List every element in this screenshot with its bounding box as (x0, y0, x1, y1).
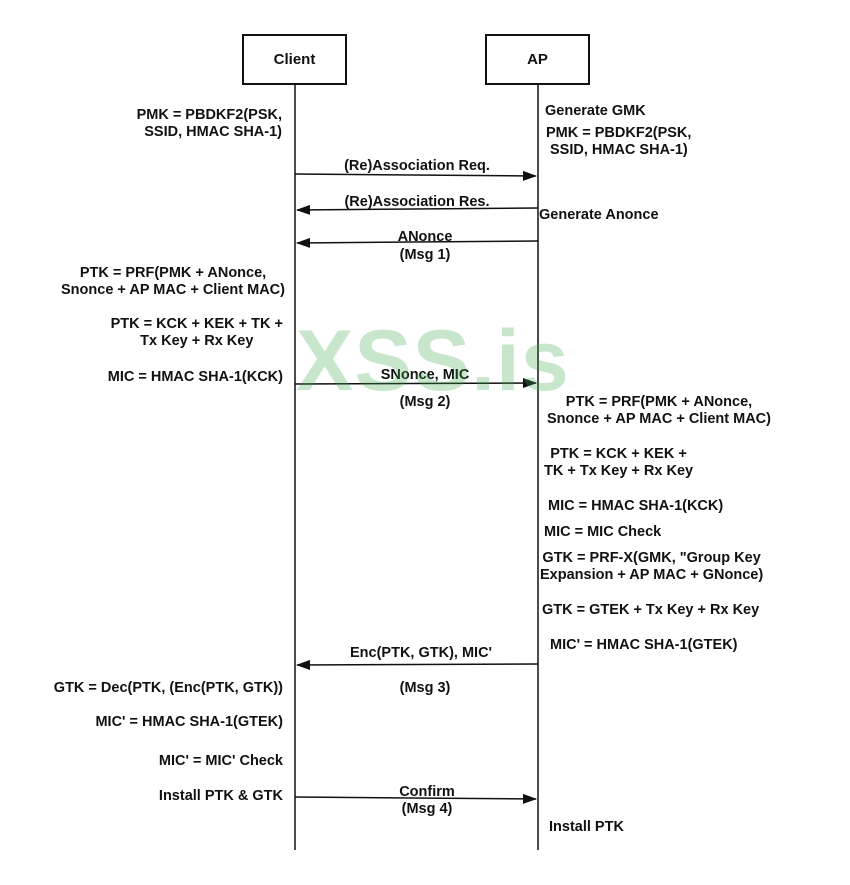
participant-ap: AP (485, 34, 590, 85)
note-ap-anonce: Generate Anonce (539, 207, 659, 223)
note-ap-mic: MIC = HMAC SHA-1(KCK) (548, 498, 724, 514)
note-ap-mic2: MIC' = HMAC SHA-1(GTEK) (550, 637, 738, 653)
note-ap-ptk-parts: PTK = KCK + KEK + TK + Tx Key + Rx Key (544, 446, 694, 479)
label-assoc-res: (Re)Association Res. (344, 194, 490, 210)
label-msg2-num: (Msg 2) (399, 394, 451, 410)
note-client-mic2-check: MIC' = MIC' Check (158, 753, 283, 769)
note-ap-ptk-prf: PTK = PRF(PMK + ANonce, Snonce + AP MAC … (547, 394, 771, 427)
label-msg1: ANonce (Msg 1) (397, 229, 453, 263)
note-client-mic2: MIC' = HMAC SHA-1(GTEK) (95, 714, 283, 730)
label-msg2-title: SNonce, MIC (380, 367, 470, 383)
arrow-msg3 (296, 659, 539, 670)
arrow-assoc-res (296, 204, 539, 215)
note-ap-gtk-prf: GTK = PRF-X(GMK, "Group Key Expansion + … (540, 550, 764, 583)
arrow-msg1 (296, 237, 539, 248)
arrow-msg4 (294, 793, 537, 804)
participant-client: Client (242, 34, 347, 85)
note-ap-gtk-parts: GTK = GTEK + Tx Key + Rx Key (542, 602, 760, 618)
label-msg3-title: Enc(PTK, GTK), MIC' (350, 645, 492, 661)
note-client-ptk-prf: PTK = PRF(PMK + ANonce, Snonce + AP MAC … (61, 265, 285, 298)
note-ap-gmk: Generate GMK (545, 103, 646, 119)
note-client-install: Install PTK & GTK (158, 788, 283, 804)
note-ap-install: Install PTK (549, 819, 624, 835)
arrow-assoc-req (294, 170, 537, 181)
note-client-gtk-dec: GTK = Dec(PTK, (Enc(PTK, GTK)) (53, 680, 283, 696)
note-client-ptk-parts: PTK = KCK + KEK + TK + Tx Key + Rx Key (110, 316, 283, 349)
label-msg3-num: (Msg 3) (399, 680, 451, 696)
note-client-mic: MIC = HMAC SHA-1(KCK) (107, 369, 283, 385)
arrow-msg2 (294, 378, 537, 389)
note-ap-mic-check: MIC = MIC Check (544, 524, 662, 540)
label-msg4: Confirm (Msg 4) (399, 784, 455, 817)
note-client-pmk: PMK = PBDKF2(PSK, SSID, HMAC SHA-1) (136, 107, 282, 140)
label-assoc-req: (Re)Association Req. (344, 158, 490, 174)
note-ap-pmk: PMK = PBDKF2(PSK, SSID, HMAC SHA-1) (546, 125, 692, 158)
watermark-logo: XSS.is (296, 313, 570, 409)
